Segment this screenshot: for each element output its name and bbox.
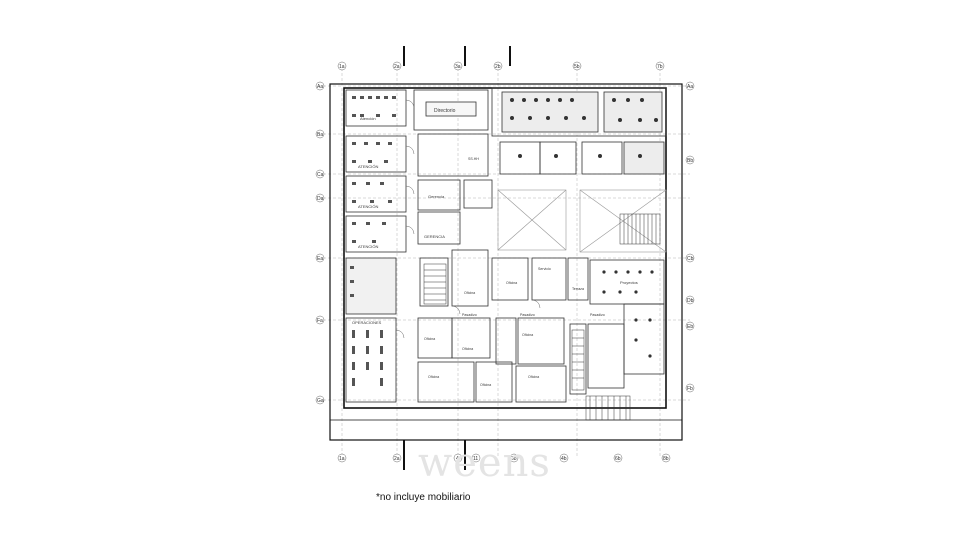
grid-label-left-3: Ca xyxy=(317,172,324,178)
grid-label-bottom-8: 8b xyxy=(663,456,669,462)
grid-labels-right: Aa Bb Cb Db Eb Fb xyxy=(685,81,695,393)
room-label-gerencia: GERENCIA xyxy=(424,234,445,239)
grid-labels-bottom: 1a 2a 4 11 3b 4b 6b 8b xyxy=(337,453,671,463)
grid-label-bottom-6: 4b xyxy=(561,456,567,462)
grid-label-right-6: Fb xyxy=(687,386,693,392)
grid-label-bottom-5: 3b xyxy=(511,456,517,462)
grid-label-right-1: Aa xyxy=(687,84,693,90)
grid-label-left-4: Da xyxy=(317,196,324,202)
room-label-oficina-3: Oficina xyxy=(424,337,435,341)
desk-clusters xyxy=(350,96,396,386)
grid-label-bottom-4: 11 xyxy=(473,456,478,462)
section-markers xyxy=(403,46,511,470)
room-label-pasadizo-3: Pasadizo xyxy=(590,313,605,317)
grid-label-top-2: 2a xyxy=(394,64,400,70)
room-label-operaciones: OPERACIONES xyxy=(352,320,382,325)
room-label-atencion-2: ATENCIÓN xyxy=(358,164,378,169)
grid-label-top-6: 7b xyxy=(657,64,663,70)
grid-label-left-2: Ba xyxy=(317,132,323,138)
room-label-oficina-2: Oficina xyxy=(506,281,517,285)
door-swings xyxy=(395,99,541,339)
room-label-sshh: SS.HH xyxy=(468,157,479,161)
grid-label-bottom-7: 6b xyxy=(615,456,621,462)
grid-label-left-5: Ea xyxy=(317,256,323,262)
room-label-atencion-1: Atención xyxy=(360,116,376,121)
room-label-oficina-5: Oficina xyxy=(522,333,533,337)
room-label-proyectos: Proyectos xyxy=(620,280,638,285)
grid-label-top-3: 3a xyxy=(455,64,461,70)
room-label-oficina-6: Oficina xyxy=(428,375,439,379)
light-wells xyxy=(497,189,667,253)
grid-label-top-1: 1a xyxy=(339,64,345,70)
grid-labels-left: Aa Ba Ca Da Ea Fa Ga xyxy=(315,81,325,405)
grid-label-right-2: Bb xyxy=(687,158,693,164)
room-label-oficina-4: Oficina xyxy=(462,347,473,351)
grid-label-right-4: Db xyxy=(687,298,694,304)
grid-label-bottom-3: 4 xyxy=(456,456,459,462)
central-rooms xyxy=(413,89,665,403)
grid-labels-top: 1a 2a 3a 2b 5b 7b xyxy=(337,61,665,71)
room-label-directorio: Directorio xyxy=(434,108,456,114)
footnote: *no incluye mobiliario xyxy=(376,492,471,503)
grid-label-top-5: 5b xyxy=(574,64,580,70)
grid-label-left-1: Aa xyxy=(317,84,323,90)
watermark: weens xyxy=(418,440,551,486)
room-label-oficina-1: Oficina xyxy=(464,291,475,295)
grid-label-right-5: Eb xyxy=(687,324,693,330)
grid-label-left-6: Fa xyxy=(317,318,323,324)
grid-label-bottom-2: 2a xyxy=(394,456,400,462)
room-label-gerencia-2: Gerencia xyxy=(428,194,445,199)
top-right-office xyxy=(491,87,667,175)
grid-label-right-3: Cb xyxy=(687,256,694,262)
room-label-oficina-7: Oficina xyxy=(480,383,491,387)
room-label-pasadizo-2: Pasadizo xyxy=(520,313,535,317)
room-label-servicio: Servicio xyxy=(538,267,551,271)
room-label-pasadizo-1: Pasadizo xyxy=(462,313,477,317)
left-office-wing xyxy=(345,89,407,403)
room-label-atencion-3: ATENCIÓN xyxy=(358,204,378,209)
workstation-marks xyxy=(510,98,658,358)
room-label-terraza: Terraza xyxy=(572,287,584,291)
grid-label-bottom-1: 1a xyxy=(339,456,345,462)
grid-label-top-4: 2b xyxy=(495,64,501,70)
room-label-oficina-8: Oficina xyxy=(528,375,539,379)
grid-label-left-7: Ga xyxy=(317,398,324,404)
stairs xyxy=(423,213,661,421)
room-label-atencion-4: ATENCIÓN xyxy=(358,244,378,249)
